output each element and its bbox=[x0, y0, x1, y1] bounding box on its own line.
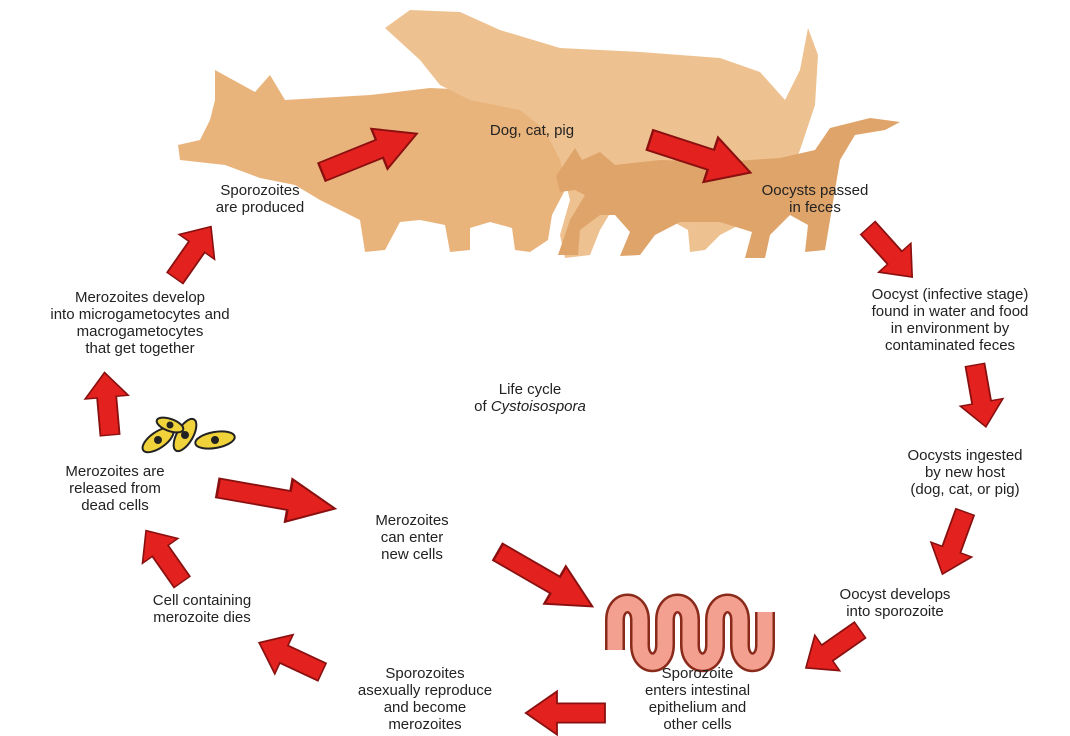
intestine-icon bbox=[615, 604, 765, 663]
diagram-title: Life cycle of Cystoisospora bbox=[440, 381, 620, 415]
arrow-development-to-epithelium bbox=[794, 612, 873, 685]
arrow-new-cells-to-intestine bbox=[487, 533, 603, 625]
arrow-release-to-gametocytes bbox=[83, 371, 132, 437]
arrow-ingestion-to-development bbox=[922, 505, 985, 582]
hosts-label: Dog, cat, pig bbox=[462, 122, 602, 139]
arrow-environment-to-ingestion bbox=[954, 361, 1007, 430]
stage-infective-oocyst: Oocyst (infective stage)found in water a… bbox=[835, 286, 1065, 354]
arrow-feces-to-environment bbox=[852, 214, 928, 292]
arrow-release-to-new-cells bbox=[214, 467, 338, 530]
merozoites-icon bbox=[139, 415, 236, 457]
organism-name: Cystoisospora bbox=[491, 398, 586, 415]
arrow-gametocytes-to-sporozoites bbox=[157, 214, 228, 290]
arrow-cell-death-to-release bbox=[128, 518, 199, 594]
arrow-reproduction-to-cell-death bbox=[250, 623, 331, 691]
arrow-epithelium-to-reproduction bbox=[526, 691, 605, 734]
